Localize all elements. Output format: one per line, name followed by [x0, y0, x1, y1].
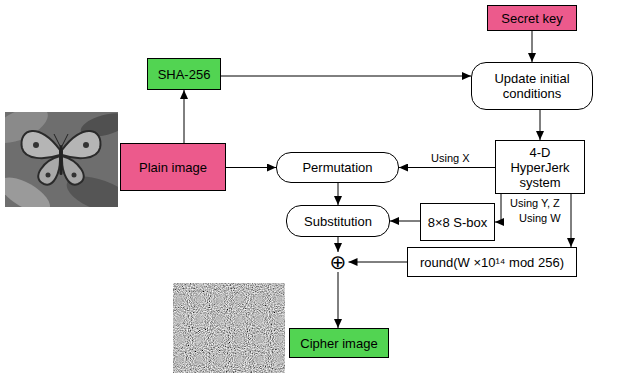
arrow-connector [338, 237, 339, 252]
arrow-connector [184, 90, 185, 143]
arrow-connector [532, 31, 533, 62]
arrow-connector [390, 221, 420, 222]
hash-box: SHA-256 [147, 58, 221, 90]
process-box: Substitution [286, 205, 390, 237]
keystream-box: round(W ×10¹⁴ mod 256) [407, 247, 577, 277]
edge-label: Using W [518, 212, 562, 225]
xor-symbol: ⊕ [328, 252, 349, 272]
chaotic-system-box: 4-D HyperJerk system [495, 140, 585, 194]
edge-label: Using Y, Z [509, 197, 561, 210]
arrow-connector [349, 262, 408, 263]
image-input: Plain image [120, 143, 226, 191]
node-text: Substitution [304, 214, 372, 229]
node-text: Secret key [501, 11, 562, 26]
node-text: round(W ×10¹⁴ mod 256) [420, 255, 564, 270]
sbox-box: 8×8 S-box [420, 203, 495, 241]
process-box: Update initial conditions [471, 62, 593, 110]
node-text: ⊕ [330, 253, 347, 271]
node-text: Update initial conditions [477, 71, 587, 101]
node-text: Cipher image [300, 336, 377, 351]
arrow-connector [495, 194, 501, 222]
edge-label: Using X [430, 152, 471, 165]
node-text: Plain image [139, 160, 207, 175]
node-text: 8×8 S-box [428, 215, 488, 230]
arrow-connector [338, 183, 339, 205]
node-text: 4-D HyperJerk system [501, 145, 579, 190]
process-box: Permutation [276, 152, 399, 183]
arrow-connector [226, 167, 276, 168]
arrow-connector [399, 167, 495, 168]
arrow-connector [338, 272, 339, 328]
arrow-connector [571, 194, 572, 247]
node-text: Permutation [302, 160, 372, 175]
node-text: SHA-256 [158, 67, 211, 82]
arrow-connector [540, 110, 541, 140]
cipher-noise-image [173, 283, 285, 373]
arrow-connector [221, 76, 471, 77]
key-input: Secret key [487, 5, 577, 31]
image-output: Cipher image [289, 328, 389, 358]
butterfly-image [5, 112, 118, 207]
